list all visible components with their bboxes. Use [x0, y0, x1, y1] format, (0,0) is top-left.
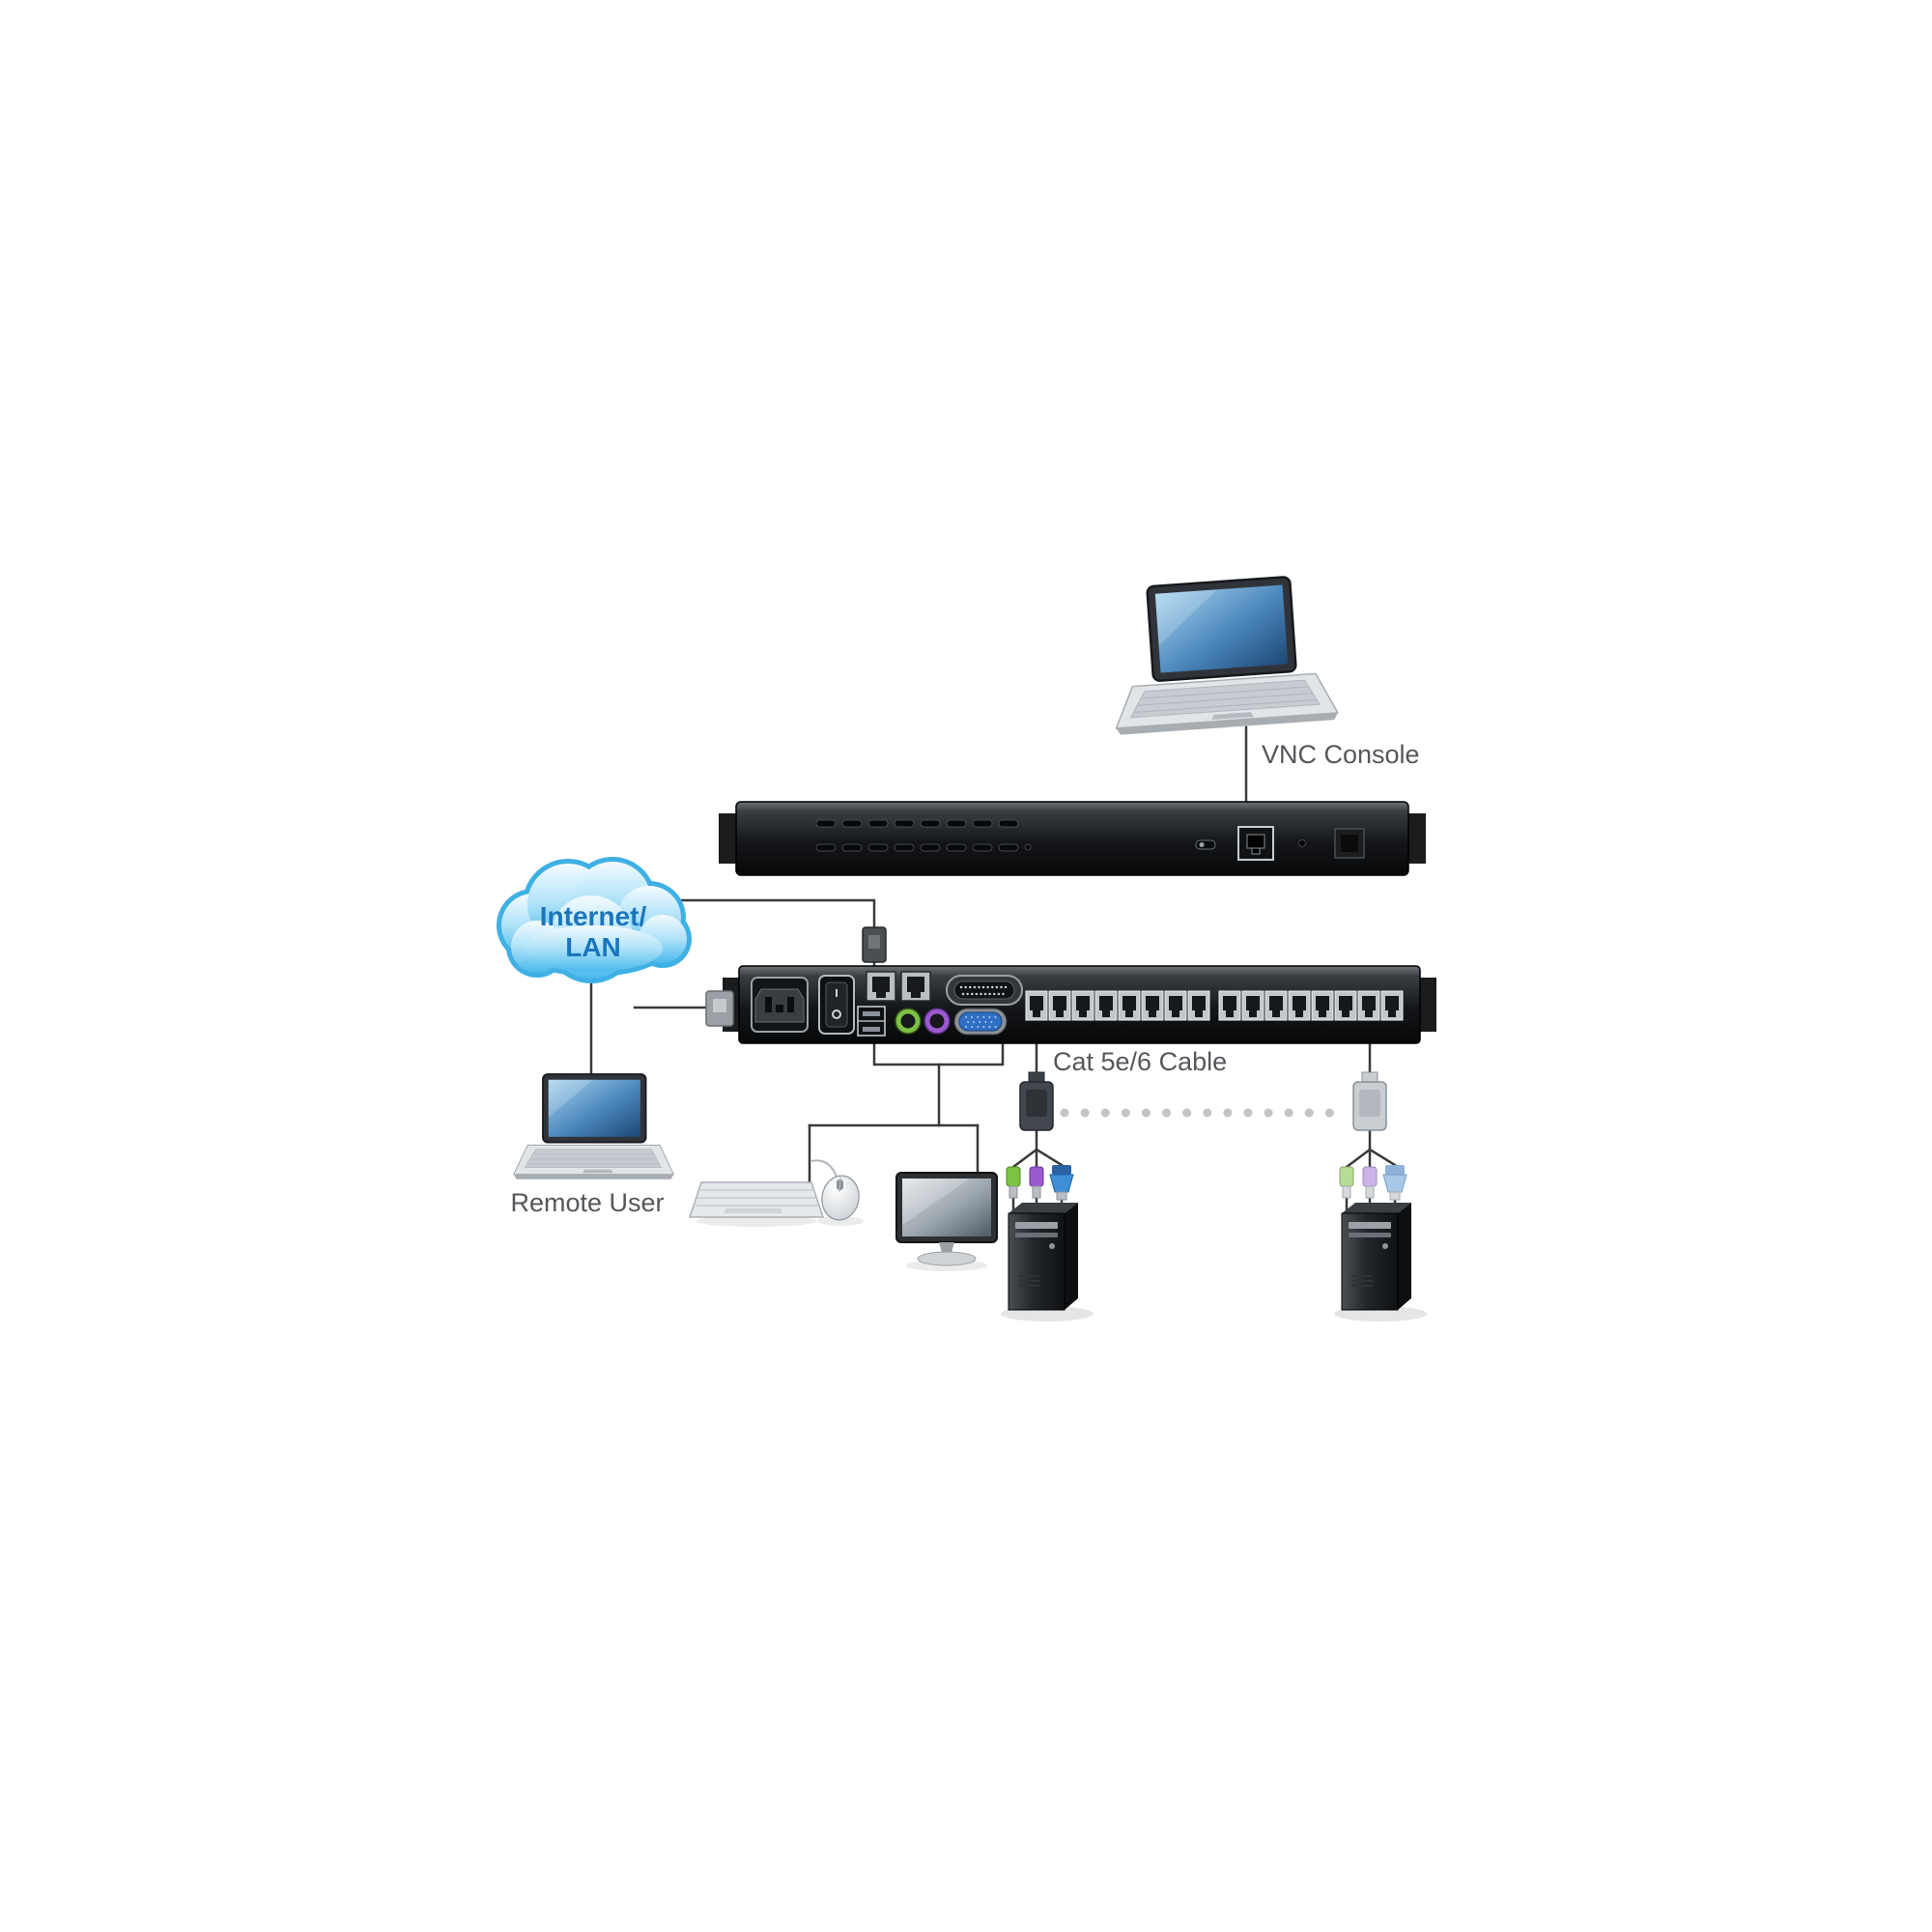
server-tower-2 — [1333, 1202, 1428, 1322]
rj45-port — [1241, 990, 1264, 1021]
cat5-cable-label: Cat 5e/6 Cable — [1053, 1047, 1227, 1076]
ps2-keyboard-port — [923, 1008, 951, 1035]
usb-ports — [857, 1006, 886, 1037]
firmware-switch — [1195, 839, 1216, 850]
internet-cloud: Internet/ LAN — [497, 857, 692, 983]
rj45-port — [1141, 990, 1164, 1021]
power-switch — [818, 975, 855, 1035]
kvm-switch-front-panel — [719, 801, 1426, 876]
vnc-console-laptop — [1105, 572, 1340, 737]
kvm-adapter-2 — [1339, 1071, 1407, 1201]
rj45-port — [1048, 990, 1071, 1021]
lan-port-1 — [866, 971, 896, 1002]
console-monitor — [895, 1172, 998, 1271]
kvm-adapter-1 — [1006, 1071, 1074, 1201]
cloud-label-line1: Internet/ — [540, 901, 647, 931]
vnc-console-label: VNC Console — [1262, 740, 1420, 769]
rj45-port — [1311, 990, 1334, 1021]
power-inlet — [751, 977, 809, 1033]
rj45-port — [1218, 990, 1241, 1021]
console-keyboard — [688, 1181, 825, 1227]
cloud-label-line2: LAN — [565, 932, 621, 962]
vga-console-port — [953, 1008, 1008, 1036]
remote-user-laptop — [512, 1073, 675, 1180]
mounting-bracket-right — [1420, 978, 1436, 1032]
laptop-graphic — [1105, 572, 1340, 737]
reset-hole — [1024, 843, 1032, 851]
adapter2-fanout — [1345, 1148, 1397, 1169]
labels: VNC Console Cat 5e/6 Cable Remote User — [510, 740, 1419, 1217]
rj45-port — [1025, 990, 1048, 1021]
lan-cable-plug — [862, 926, 887, 963]
ps2-green-connector — [1339, 1166, 1354, 1199]
ps2-purple-connector — [1029, 1166, 1044, 1199]
power-cord-plug — [705, 990, 734, 1027]
rj45-port — [1187, 990, 1210, 1021]
console-mouse — [810, 1159, 864, 1226]
lan-port-2 — [900, 971, 931, 1002]
db25-port — [946, 975, 1023, 1006]
adapter1-fanout — [1011, 1148, 1064, 1169]
rj45-port — [1264, 990, 1288, 1021]
ps2-purple-connector — [1362, 1166, 1378, 1199]
server-tower-1 — [1000, 1202, 1094, 1322]
front-lan-port — [1237, 826, 1274, 861]
rj45-port — [1380, 990, 1404, 1021]
front-panel-body — [735, 801, 1409, 876]
kvm-switch-rear-panel — [723, 965, 1436, 1044]
vga-connector — [1382, 1165, 1407, 1201]
rj45-port — [1334, 990, 1357, 1021]
front-port-block — [1334, 828, 1365, 859]
rj45-port — [1288, 990, 1311, 1021]
mouse-cable — [810, 1159, 838, 1178]
vga-connector — [1049, 1165, 1074, 1201]
console-bracket — [872, 1041, 1005, 1066]
cloud-to-switch-cable — [674, 898, 876, 931]
ps2-green-connector — [1006, 1166, 1021, 1199]
rj45-port — [1071, 990, 1094, 1021]
mounting-bracket-left — [719, 813, 736, 864]
indicator-hole — [1298, 839, 1306, 847]
ps2-mouse-port — [895, 1008, 922, 1035]
mounting-bracket-right — [1408, 813, 1426, 864]
rj45-port — [1164, 990, 1187, 1021]
rj45-port — [1357, 990, 1380, 1021]
remote-user-label: Remote User — [510, 1188, 664, 1217]
laptop-graphic — [512, 1073, 675, 1180]
rj45-port — [1118, 990, 1141, 1021]
cloud-fill — [501, 862, 687, 979]
rj45-port — [1094, 990, 1118, 1021]
